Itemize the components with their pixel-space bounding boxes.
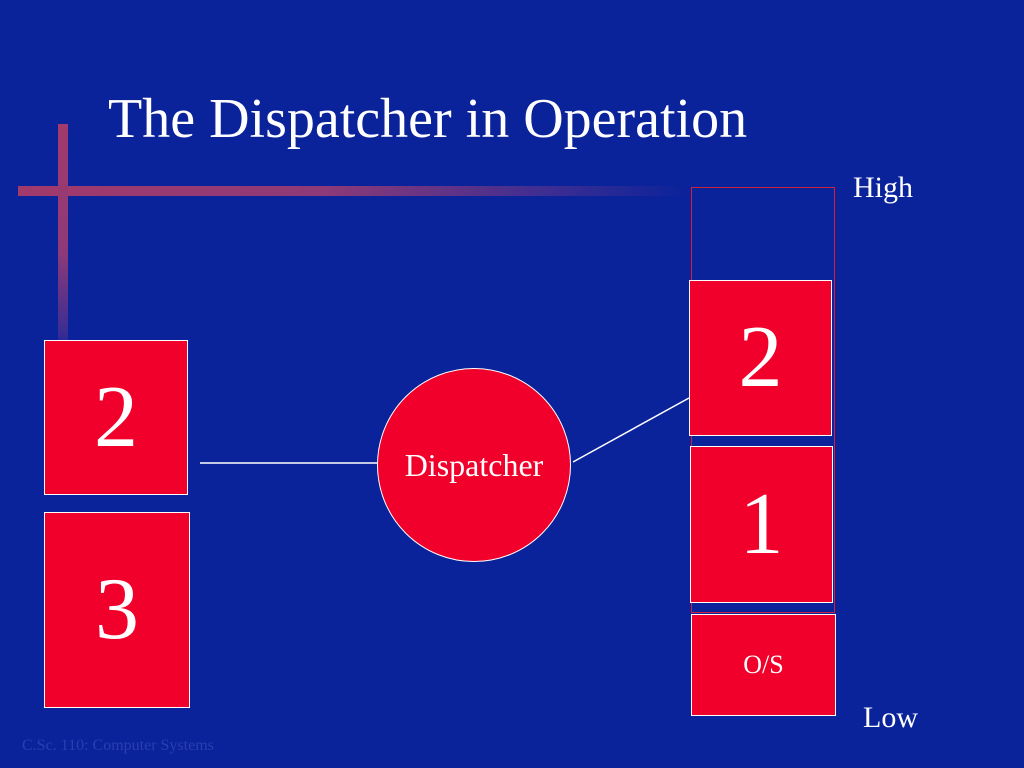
queue-process-number: 2 — [94, 368, 138, 466]
memory-block-label: 1 — [739, 475, 784, 573]
queue-process-number: 3 — [95, 561, 139, 658]
memory-high-label: High — [853, 171, 913, 204]
decorative-horizontal-bar — [18, 186, 690, 196]
memory-block: 1 — [690, 446, 833, 603]
dispatcher-circle: Dispatcher — [377, 368, 571, 562]
decorative-vertical-bar — [58, 124, 68, 356]
slide-footer: C.Sc. 110: Computer Systems — [22, 737, 214, 754]
dispatcher-label: Dispatcher — [404, 447, 544, 483]
memory-block-label: 2 — [738, 309, 783, 406]
queue-process-box: 2 — [44, 340, 188, 495]
memory-block-label: O/S — [743, 650, 784, 679]
slide-title: The Dispatcher in Operation — [108, 88, 748, 150]
memory-block: 2 — [689, 280, 832, 436]
dispatcher-to-memory-line — [572, 397, 690, 463]
memory-block-os: O/S — [691, 614, 836, 716]
memory-low-label: Low — [863, 701, 918, 734]
queue-process-box: 3 — [44, 512, 190, 708]
